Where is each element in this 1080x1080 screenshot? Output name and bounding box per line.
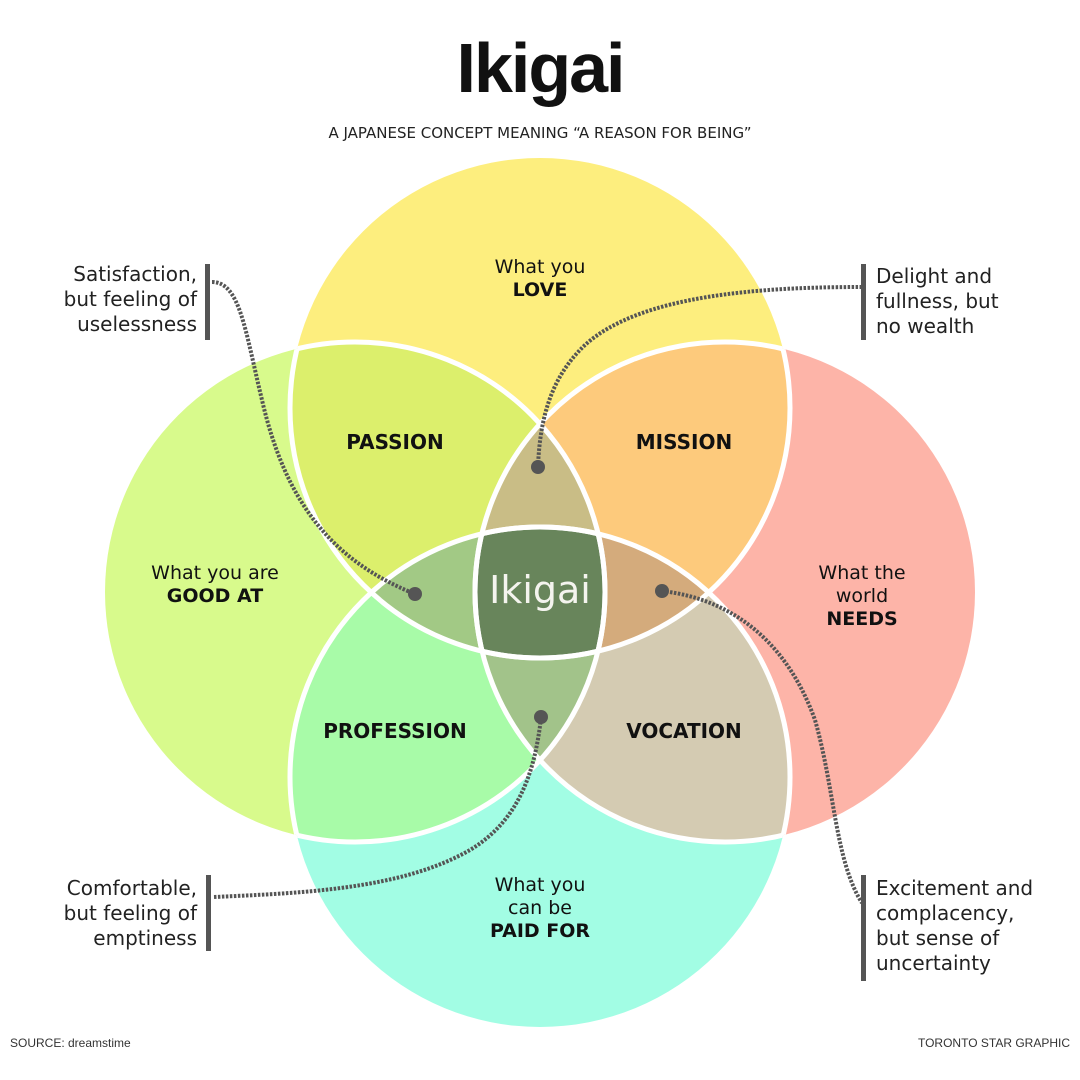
label-good-at-line: What you are xyxy=(151,562,279,584)
annotation-top-right: Delight and fullness, but no wealth xyxy=(876,264,999,339)
leader-top-right xyxy=(536,285,863,467)
annotation-bar-bottom-right xyxy=(861,875,866,981)
page-title: Ikigai xyxy=(456,29,626,107)
annotation-line: fullness, but xyxy=(876,289,999,313)
label-love-bold: LOVE xyxy=(512,279,568,301)
annotation-line: but feeling of xyxy=(63,901,197,925)
label-ikigai-center: Ikigai xyxy=(489,568,591,612)
label-needs: What the world NEEDS xyxy=(762,562,962,631)
leader-bottom-left xyxy=(213,717,543,899)
annotation-line: Comfortable, xyxy=(66,876,197,900)
annotation-line: uselessness xyxy=(77,312,197,336)
annotation-line: but sense of xyxy=(876,926,1000,950)
annotation-line: emptiness xyxy=(93,926,197,950)
label-passion: PASSION xyxy=(346,430,444,454)
label-paid-for: What you can be PAID FOR xyxy=(440,874,640,943)
footer-credit: TORONTO STAR GRAPHIC xyxy=(917,1036,1070,1050)
annotation-top-left: Satisfaction, but feeling of uselessness xyxy=(64,262,197,337)
annotation-line: Excitement and xyxy=(876,876,1034,900)
annotation-bottom-left: Comfortable, but feeling of emptiness xyxy=(64,876,197,951)
label-needs-line2: world xyxy=(835,585,889,607)
annotation-line: complacency, xyxy=(876,901,1015,925)
label-paid-for-line1: What you xyxy=(494,874,586,896)
annotation-line: but feeling of xyxy=(63,287,197,311)
label-mission: MISSION xyxy=(635,430,733,454)
annotation-line: no wealth xyxy=(876,314,975,338)
footer-source: SOURCE: dreamstime xyxy=(10,1036,131,1050)
label-good-at-bold: GOOD AT xyxy=(166,585,264,607)
label-profession: PROFESSION xyxy=(323,719,467,743)
label-love: What you LOVE xyxy=(440,256,640,302)
leader-bottom-right xyxy=(661,589,864,905)
label-needs-bold: NEEDS xyxy=(826,608,898,630)
label-paid-for-bold: PAID FOR xyxy=(489,920,591,942)
label-vocation: VOCATION xyxy=(626,719,742,743)
leader-dot-bottom-left xyxy=(534,710,548,724)
leader-dot-bottom-right xyxy=(655,584,669,598)
label-paid-for-line2: can be xyxy=(508,897,572,919)
annotation-bar-top-right xyxy=(861,264,866,340)
annotation-bar-bottom-left xyxy=(206,875,211,951)
label-needs-line1: What the xyxy=(818,562,906,584)
leader-top-left xyxy=(211,280,416,596)
leader-dot-top-right xyxy=(531,460,545,474)
annotation-bottom-right: Excitement and complacency, but sense of… xyxy=(876,876,1033,976)
label-good-at: What you are GOOD AT xyxy=(115,562,315,608)
annotation-bar-top-left xyxy=(205,264,210,340)
label-love-line: What you xyxy=(494,256,586,278)
leader-dot-top-left xyxy=(408,587,422,601)
annotation-line: uncertainty xyxy=(876,951,991,975)
annotation-line: Delight and xyxy=(876,264,993,288)
page-subtitle: A JAPANESE CONCEPT MEANING “A REASON FOR… xyxy=(328,124,752,142)
annotation-line: Satisfaction, xyxy=(73,262,197,286)
